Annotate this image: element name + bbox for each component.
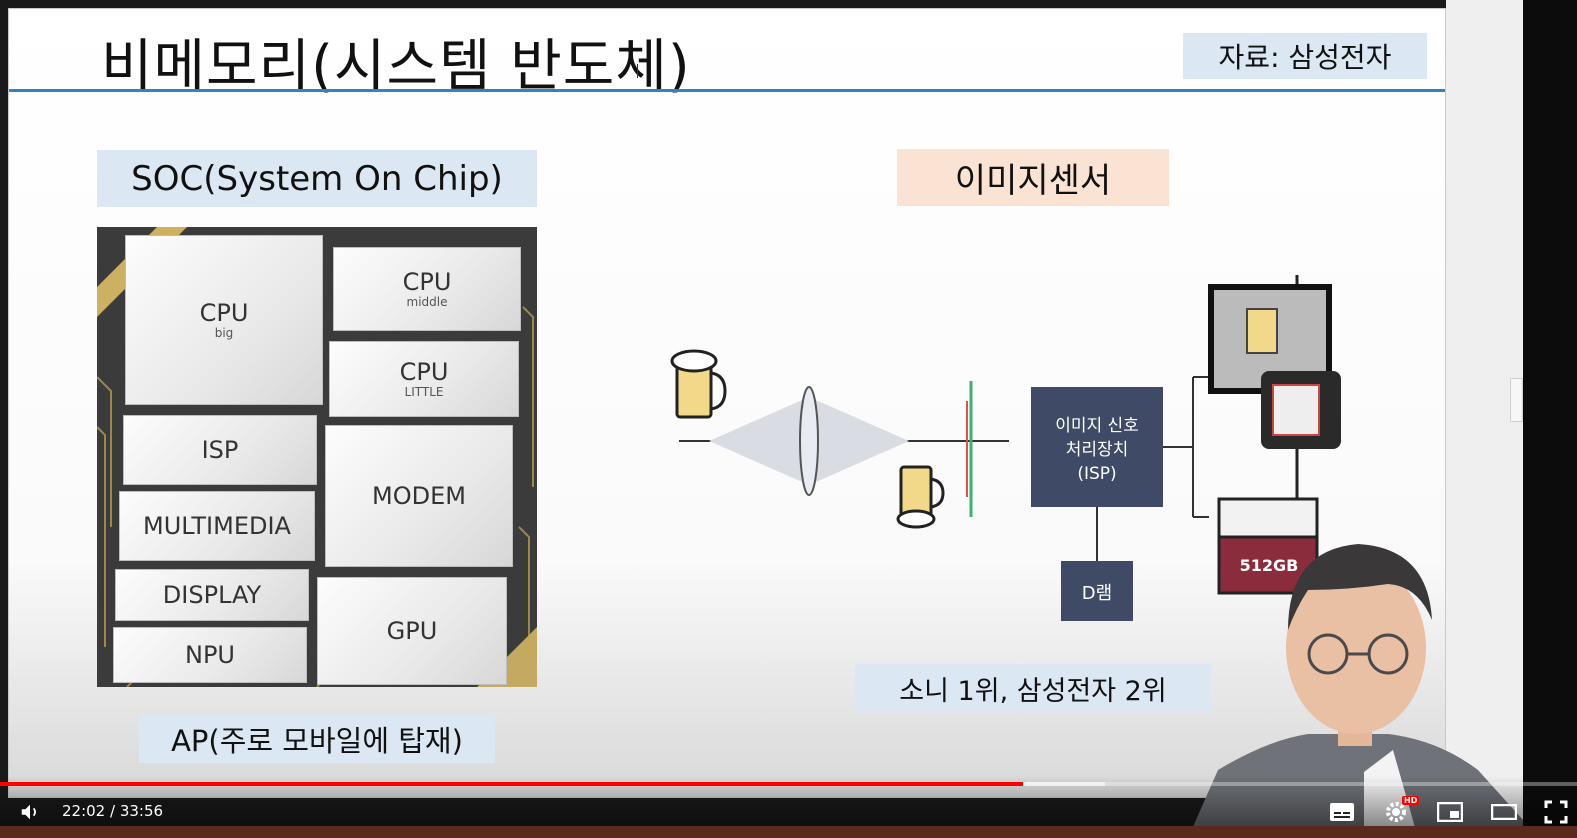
isp-text-2: 처리장치 [1066,440,1129,460]
chip-gpu: GPU [317,577,507,685]
theater-mode-button[interactable] [1488,796,1520,828]
chip-cpu-little: CPU LITTLE [329,341,519,417]
progress-played[interactable] [0,782,1024,786]
sensor-caption: 소니 1위, 삼성전자 2위 [855,664,1211,712]
dram-text: D램 [1082,583,1112,604]
chip-display: DISPLAY [115,569,309,621]
isp-box [1031,387,1163,507]
subtitles-icon [1330,803,1354,821]
soc-chip-diagram: CPU big CPU middle CPU LITTLE ISP MULTIM… [97,227,537,687]
chip-isp: ISP [123,415,317,485]
chip-cpu-middle: CPU middle [333,247,521,331]
dram-box [1061,561,1133,621]
inverted-beer-icon [896,465,945,529]
chip-cpu-big: CPU big [125,235,323,405]
beer-mug-icon [670,349,727,419]
chip-multimedia: MULTIMEDIA [119,491,315,561]
chip-modem: MODEM [325,425,513,567]
title-divider [9,89,1445,92]
ap-caption: AP(주로 모바일에 탑재) [139,715,495,763]
page-bottom-bar [0,826,1577,838]
card-text: 512GB [1240,556,1299,575]
volume-icon [21,804,36,820]
chip-npu: NPU [113,627,307,683]
volume-button[interactable] [14,796,46,828]
miniplayer-icon [1437,802,1463,822]
subtitles-button[interactable] [1326,796,1358,828]
settings-button[interactable] [1380,796,1412,828]
isp-text-1: 이미지 신호 [1055,416,1139,436]
lens-icon [799,386,819,496]
hd-badge: HD [1402,796,1420,805]
fullscreen-button[interactable] [1540,796,1572,828]
isp-text-3: (ISP) [1077,464,1116,484]
side-tab [1510,378,1523,422]
soc-label: SOC(System On Chip) [97,150,537,207]
slide-title: 비메모리(시스템 반도체) [101,34,691,99]
presentation-slide: 비메모리(시스템 반도체) 자료: 삼성전자 SOC(System On Chi… [8,8,1446,798]
miniplayer-button[interactable] [1434,796,1466,828]
image-sensor-diagram: 이미지 신호 처리장치 (ISP) D램 512GB [670,275,1341,635]
text-cursor-icon [637,64,646,78]
gear-icon [1386,802,1406,822]
right-letterbox [1523,0,1577,838]
time-display: 22:02 / 33:56 [62,802,164,820]
fullscreen-icon [1544,800,1568,824]
image-sensor-label: 이미지센서 [897,149,1169,206]
source-note: 자료: 삼성전자 [1183,33,1427,79]
theater-icon [1491,804,1517,820]
